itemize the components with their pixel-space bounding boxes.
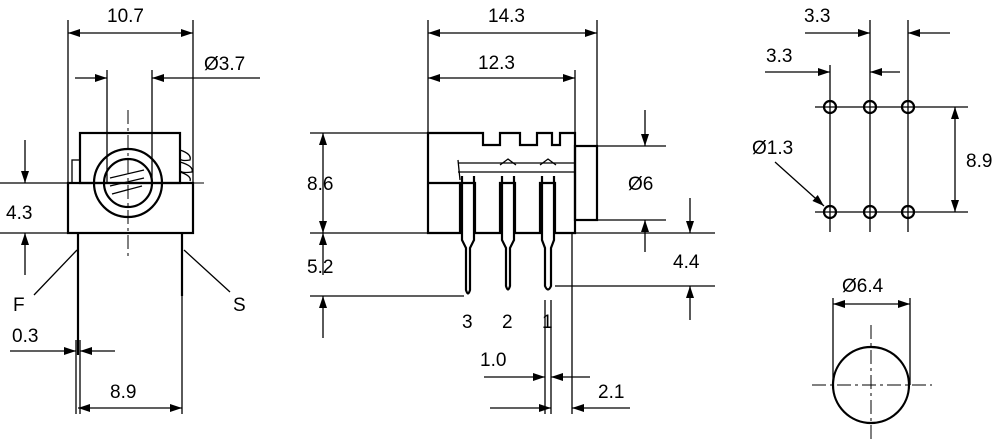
panel-cutout: Ø6.4 (812, 276, 932, 442)
footprint-hole (822, 99, 838, 115)
dim-footprint-hole: Ø1.3 (752, 138, 793, 159)
pin-label-shield: S (233, 295, 246, 316)
side-view: 10.7 Ø3.7 4.3 F S 0.3 8.9 (0, 6, 260, 414)
dim-side-height: 4.3 (6, 203, 32, 224)
dim-front-width-total: 14.3 (488, 6, 525, 27)
dim-cutout-hole: Ø6.4 (842, 276, 884, 297)
dim-footprint-row-spacing: 8.9 (966, 151, 992, 172)
pin-label-front: F (13, 295, 25, 316)
dim-front-height: 8.6 (307, 174, 333, 195)
footprint-hole (900, 99, 916, 115)
front-view: 3 2 1 14.3 12.3 8.6 5.2 Ø6 4.4 (307, 6, 715, 414)
dim-front-pin-length: 5.2 (307, 257, 333, 278)
pin-number-1: 1 (542, 312, 553, 333)
front-pin-3 (460, 176, 476, 295)
dim-side-pin-pitch: 8.9 (110, 382, 136, 403)
front-pin-2 (500, 176, 516, 291)
dim-side-hole: Ø3.7 (204, 54, 245, 75)
pin-number-3: 3 (462, 312, 473, 333)
footprint-hole (822, 204, 838, 220)
footprint-hole (900, 204, 916, 220)
dim-front-width-body: 12.3 (478, 53, 515, 74)
front-bushing (573, 144, 599, 222)
pin-number-2: 2 (502, 312, 513, 333)
dim-side-width: 10.7 (107, 6, 144, 27)
side-spring (179, 149, 193, 182)
dim-footprint-pitch-top: 3.3 (804, 6, 830, 27)
dim-front-pin-pitch: 1.0 (480, 350, 506, 371)
side-stub (71, 159, 81, 184)
front-pin-1 (540, 176, 556, 291)
dim-front-offset: 4.4 (673, 252, 700, 273)
side-body-lower (66, 181, 195, 235)
side-hole-slot (109, 169, 145, 195)
dim-front-end-offset: 2.1 (598, 382, 624, 403)
dim-footprint-pitch-second: 3.3 (766, 46, 792, 67)
footprint-hole (862, 204, 878, 220)
footprint-hole (862, 99, 878, 115)
pcb-footprint: 3.3 3.3 Ø1.3 8.9 (752, 6, 992, 232)
dim-front-bushing: Ø6 (628, 174, 653, 195)
dim-side-pin-width: 0.3 (12, 326, 38, 347)
